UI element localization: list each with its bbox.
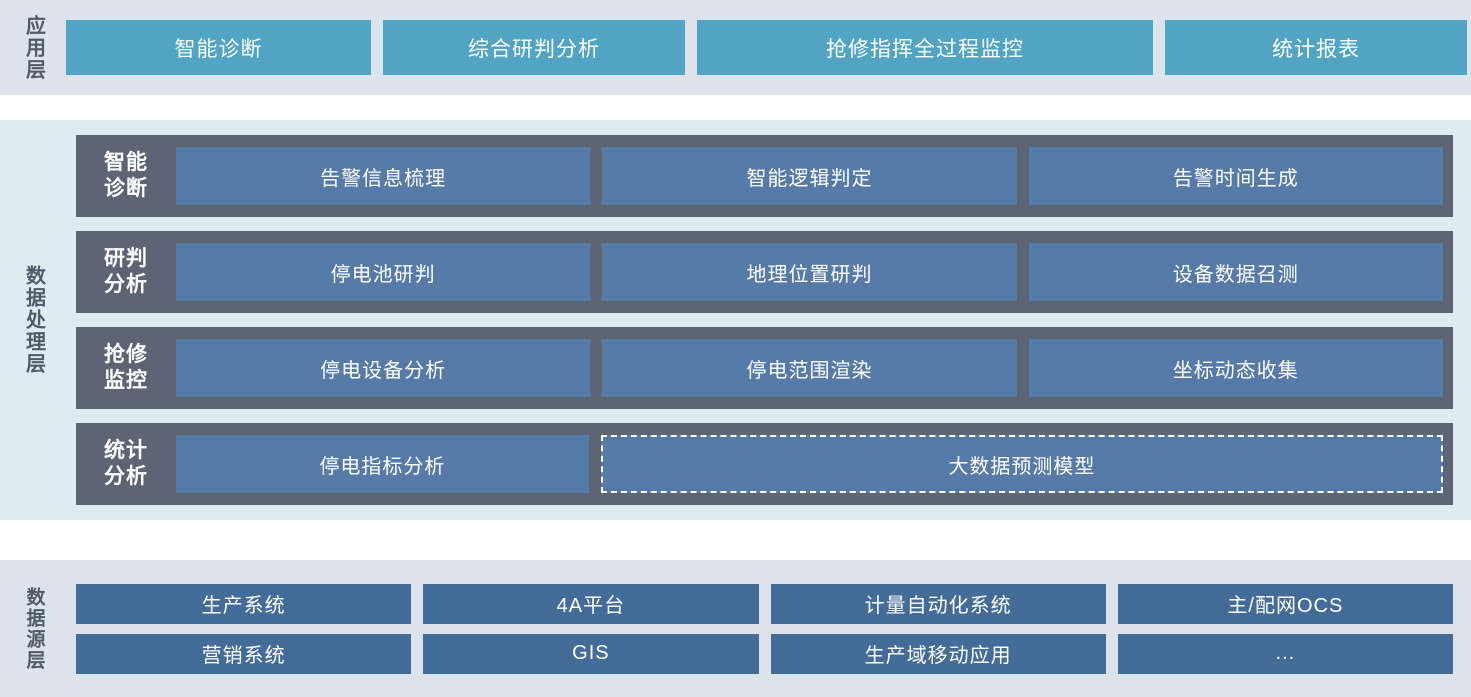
proc-cell-outage-range-rendering[interactable]: 停电范围渲染	[602, 339, 1017, 397]
src-box-gis[interactable]: GIS	[423, 633, 759, 674]
proc-cell-outage-pool-analysis[interactable]: 停电池研判	[176, 243, 591, 301]
datasource-row: 营销系统 GIS 生产域移动应用 ...	[76, 633, 1453, 674]
processing-row-cells: 告警信息梳理 智能逻辑判定 告警时间生成	[176, 147, 1443, 205]
processing-row-title-statistical-analysis: 统计 分析	[76, 438, 176, 489]
datasource-layer-band: 数据源层 生产系统 4A平台 计量自动化系统 主/配网OCS 营销系统 GIS …	[0, 560, 1471, 697]
datasource-row: 生产系统 4A平台 计量自动化系统 主/配网OCS	[76, 583, 1453, 624]
proc-cell-outage-device-analysis[interactable]: 停电设备分析	[176, 339, 591, 397]
proc-cell-geographic-location-analysis[interactable]: 地理位置研判	[602, 243, 1017, 301]
processing-layer-label: 数据处理层	[0, 120, 66, 520]
processing-row-intelligent-diagnosis: 智能 诊断 告警信息梳理 智能逻辑判定 告警时间生成	[76, 135, 1453, 217]
processing-row-research-analysis: 研判 分析 停电池研判 地理位置研判 设备数据召测	[76, 231, 1453, 313]
proc-cell-outage-index-analysis[interactable]: 停电指标分析	[176, 435, 589, 493]
app-box-comprehensive-analysis[interactable]: 综合研判分析	[383, 20, 685, 75]
proc-cell-bigdata-prediction-model[interactable]: 大数据预测模型	[600, 435, 1443, 493]
app-box-intelligent-diagnosis[interactable]: 智能诊断	[66, 20, 371, 75]
row-title-line1: 统计	[104, 439, 148, 463]
row-title-line2: 分析	[104, 465, 148, 488]
datasource-layer-label-text: 数据源层	[23, 586, 45, 671]
application-layer-band: 应用层 智能诊断 综合研判分析 抢修指挥全过程监控 统计报表	[0, 0, 1471, 95]
processing-row-cells: 停电池研判 地理位置研判 设备数据召测	[176, 243, 1443, 301]
row-title-line2: 诊断	[104, 177, 148, 200]
proc-cell-alarm-time-generation[interactable]: 告警时间生成	[1028, 147, 1443, 205]
application-layer-label-text: 应用层	[22, 14, 45, 81]
processing-row-cells: 停电指标分析 大数据预测模型	[176, 435, 1443, 493]
row-title-line1: 抢修	[104, 343, 148, 367]
row-title-line1: 研判	[104, 247, 148, 271]
proc-cell-coordinate-dynamic-collection[interactable]: 坐标动态收集	[1028, 339, 1443, 397]
src-box-production-system[interactable]: 生产系统	[76, 583, 412, 624]
src-box-marketing-system[interactable]: 营销系统	[76, 633, 412, 674]
src-box-production-mobile-app[interactable]: 生产域移动应用	[770, 633, 1106, 674]
src-box-metering-automation-system[interactable]: 计量自动化系统	[770, 583, 1106, 624]
row-title-line2: 监控	[104, 369, 148, 392]
src-box-main-distribution-ocs[interactable]: 主/配网OCS	[1117, 583, 1453, 624]
processing-layer-band: 数据处理层 智能 诊断 告警信息梳理 智能逻辑判定 告警时间生成	[0, 120, 1471, 520]
src-box-more[interactable]: ...	[1117, 633, 1453, 674]
src-box-4a-platform[interactable]: 4A平台	[423, 583, 759, 624]
row-title-line1: 智能	[104, 151, 148, 175]
app-box-repair-monitoring[interactable]: 抢修指挥全过程监控	[697, 20, 1153, 75]
processing-row-repair-monitoring: 抢修 监控 停电设备分析 停电范围渲染 坐标动态收集	[76, 327, 1453, 409]
proc-cell-intelligent-logic-judgment[interactable]: 智能逻辑判定	[602, 147, 1017, 205]
processing-layer-label-text: 数据处理层	[22, 265, 45, 375]
datasource-layer-label: 数据源层	[0, 560, 66, 697]
row-title-line2: 分析	[104, 273, 148, 296]
processing-row-title-research-analysis: 研判 分析	[76, 246, 176, 297]
processing-row-title-intelligent-diagnosis: 智能 诊断	[76, 150, 176, 201]
application-layer-label: 应用层	[0, 0, 66, 95]
proc-cell-alarm-info-sorting[interactable]: 告警信息梳理	[176, 147, 591, 205]
processing-row-statistical-analysis: 统计 分析 停电指标分析 大数据预测模型	[76, 423, 1453, 505]
datasource-layer-grid: 生产系统 4A平台 计量自动化系统 主/配网OCS 营销系统 GIS 生产域移动…	[66, 560, 1471, 697]
processing-row-title-repair-monitoring: 抢修 监控	[76, 342, 176, 393]
app-box-statistics-report[interactable]: 统计报表	[1165, 20, 1467, 75]
application-layer-boxes: 智能诊断 综合研判分析 抢修指挥全过程监控 统计报表	[66, 0, 1471, 95]
processing-row-cells: 停电设备分析 停电范围渲染 坐标动态收集	[176, 339, 1443, 397]
proc-cell-device-data-retrieval[interactable]: 设备数据召测	[1028, 243, 1443, 301]
processing-layer-rows: 智能 诊断 告警信息梳理 智能逻辑判定 告警时间生成 研判 分析	[66, 120, 1471, 520]
